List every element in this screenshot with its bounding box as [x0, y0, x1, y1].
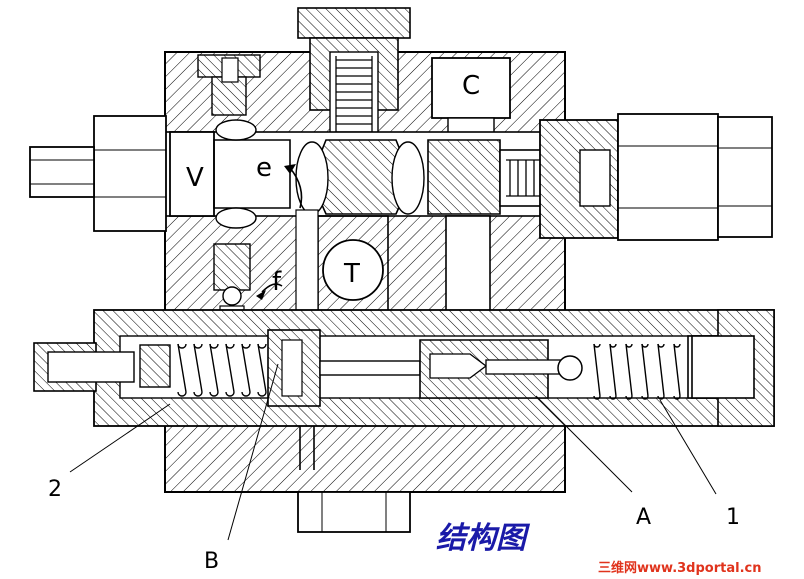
leader-2	[69, 403, 171, 473]
label-a: A	[636, 505, 651, 530]
check-ball	[222, 286, 242, 306]
center-poppet	[317, 139, 405, 215]
label-2: 2	[48, 477, 62, 502]
label-b: B	[204, 549, 219, 574]
top-spring	[335, 56, 373, 136]
diagram-caption: 结构图	[436, 521, 531, 556]
right-fitting-hex	[617, 113, 719, 241]
right-ball	[557, 355, 583, 381]
leader-a	[535, 395, 633, 493]
port-c	[431, 57, 511, 119]
leader-b	[227, 363, 279, 541]
label-1: 1	[726, 505, 740, 530]
left-spring	[177, 343, 267, 397]
pilot-rod	[319, 360, 421, 376]
top-plug	[297, 7, 411, 39]
watermark-text: 三维网www.3dportal.cn	[598, 560, 761, 576]
port-v	[169, 131, 215, 217]
label-c: C	[462, 71, 480, 101]
left-fitting-hex	[93, 115, 167, 232]
bottom-nut	[297, 491, 411, 533]
leader-1	[659, 399, 717, 495]
top-spring-cavity	[329, 51, 379, 143]
label-v: V	[186, 163, 204, 193]
right-spring	[593, 343, 681, 400]
port-t	[322, 239, 384, 301]
label-e: e	[256, 153, 272, 183]
label-t: T	[343, 259, 360, 289]
label-f: f	[272, 267, 282, 297]
